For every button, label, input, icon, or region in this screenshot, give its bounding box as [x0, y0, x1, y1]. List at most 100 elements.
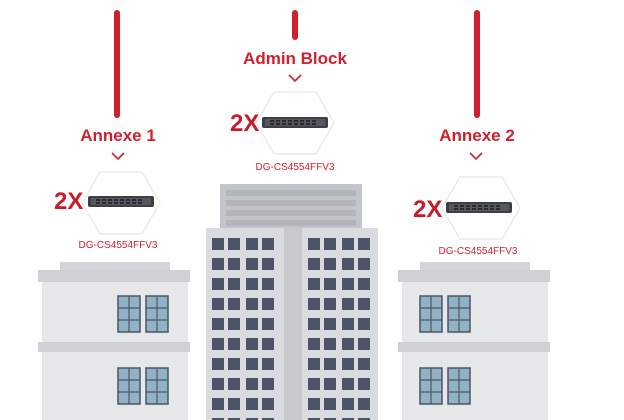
tower-window — [262, 238, 274, 250]
tower-window — [342, 418, 354, 420]
tower-window — [262, 258, 274, 270]
connector-line-annexe-1 — [114, 10, 120, 118]
site-title-annexe-2: Annexe 2 — [439, 126, 515, 145]
tower-window — [246, 418, 258, 420]
tower-window — [324, 258, 336, 270]
tower-window — [358, 298, 370, 310]
tower-window — [324, 358, 336, 370]
tower-window — [308, 298, 320, 310]
tower-window — [358, 378, 370, 390]
tower-window — [324, 298, 336, 310]
tower-window — [324, 398, 336, 410]
tower-window — [212, 398, 224, 410]
tower-window — [212, 258, 224, 270]
tower-window — [358, 358, 370, 370]
tower-window — [246, 338, 258, 350]
tower-window — [308, 338, 320, 350]
building-annexe-2 — [398, 262, 550, 420]
tower-window — [212, 378, 224, 390]
connector-line-annexe-2 — [474, 10, 480, 118]
tower-window — [342, 338, 354, 350]
site-title-admin-block: Admin Block — [243, 49, 347, 68]
tower-window — [262, 418, 274, 420]
tower-window — [262, 298, 274, 310]
tower-window — [342, 298, 354, 310]
tower-window — [342, 358, 354, 370]
tower-window — [324, 278, 336, 290]
network-switch-icon — [262, 117, 328, 128]
tower-window — [324, 238, 336, 250]
tower-window — [246, 398, 258, 410]
tower-window — [308, 278, 320, 290]
tower-window — [308, 378, 320, 390]
tower-window — [358, 338, 370, 350]
tower-window — [246, 278, 258, 290]
switch-model-label: DG-CS4554FFV3 — [438, 246, 518, 257]
tower-window — [228, 418, 240, 420]
tower-window — [342, 318, 354, 330]
tower-window — [228, 378, 240, 390]
tower-window — [262, 358, 274, 370]
tower-window — [228, 278, 240, 290]
building-admin-block — [206, 184, 378, 420]
switch-model-label: DG-CS4554FFV3 — [78, 240, 158, 251]
tower-window — [308, 238, 320, 250]
tower-window — [246, 238, 258, 250]
tower-window — [212, 338, 224, 350]
tower-window — [212, 358, 224, 370]
tower-window — [262, 398, 274, 410]
chevron-down-icon — [111, 152, 125, 161]
tower-window — [262, 378, 274, 390]
site-title-annexe-1: Annexe 1 — [80, 126, 156, 145]
chevron-down-icon — [469, 152, 483, 161]
tower-window — [342, 378, 354, 390]
tower-window — [308, 418, 320, 420]
tower-window — [262, 338, 274, 350]
tower-window — [212, 418, 224, 420]
tower-window — [228, 338, 240, 350]
tower-window — [228, 238, 240, 250]
tower-window — [246, 378, 258, 390]
tower-window — [212, 278, 224, 290]
tower-window — [342, 238, 354, 250]
tower-window — [246, 298, 258, 310]
tower-window — [358, 258, 370, 270]
tower-window — [228, 298, 240, 310]
tower-window — [212, 318, 224, 330]
tower-window — [342, 398, 354, 410]
tower-window — [358, 398, 370, 410]
tower-window — [342, 258, 354, 270]
network-switch-icon — [446, 202, 512, 213]
chevron-down-icon — [288, 74, 302, 83]
tower-window — [308, 258, 320, 270]
switch-count: 2X — [413, 196, 443, 223]
tower-window — [212, 238, 224, 250]
tower-window — [342, 278, 354, 290]
tower-window — [262, 278, 274, 290]
tower-window — [246, 258, 258, 270]
tower-window — [262, 318, 274, 330]
network-switch-icon — [88, 196, 154, 207]
tower-window — [308, 318, 320, 330]
building-annexe-1 — [38, 262, 190, 420]
tower-window — [358, 278, 370, 290]
tower-window — [358, 238, 370, 250]
tower-window — [324, 418, 336, 420]
tower-window — [228, 318, 240, 330]
tower-window — [358, 418, 370, 420]
tower-window — [228, 398, 240, 410]
tower-window — [246, 358, 258, 370]
switch-model-label: DG-CS4554FFV3 — [255, 162, 335, 173]
tower-window — [308, 358, 320, 370]
tower-window — [228, 258, 240, 270]
tower-window — [246, 318, 258, 330]
tower-window — [358, 318, 370, 330]
connector-line-admin-block — [292, 10, 298, 40]
switch-count: 2X — [230, 110, 260, 137]
tower-window — [324, 378, 336, 390]
tower-window — [228, 358, 240, 370]
tower-window — [308, 398, 320, 410]
switch-count: 2X — [54, 188, 84, 215]
tower-window — [324, 318, 336, 330]
